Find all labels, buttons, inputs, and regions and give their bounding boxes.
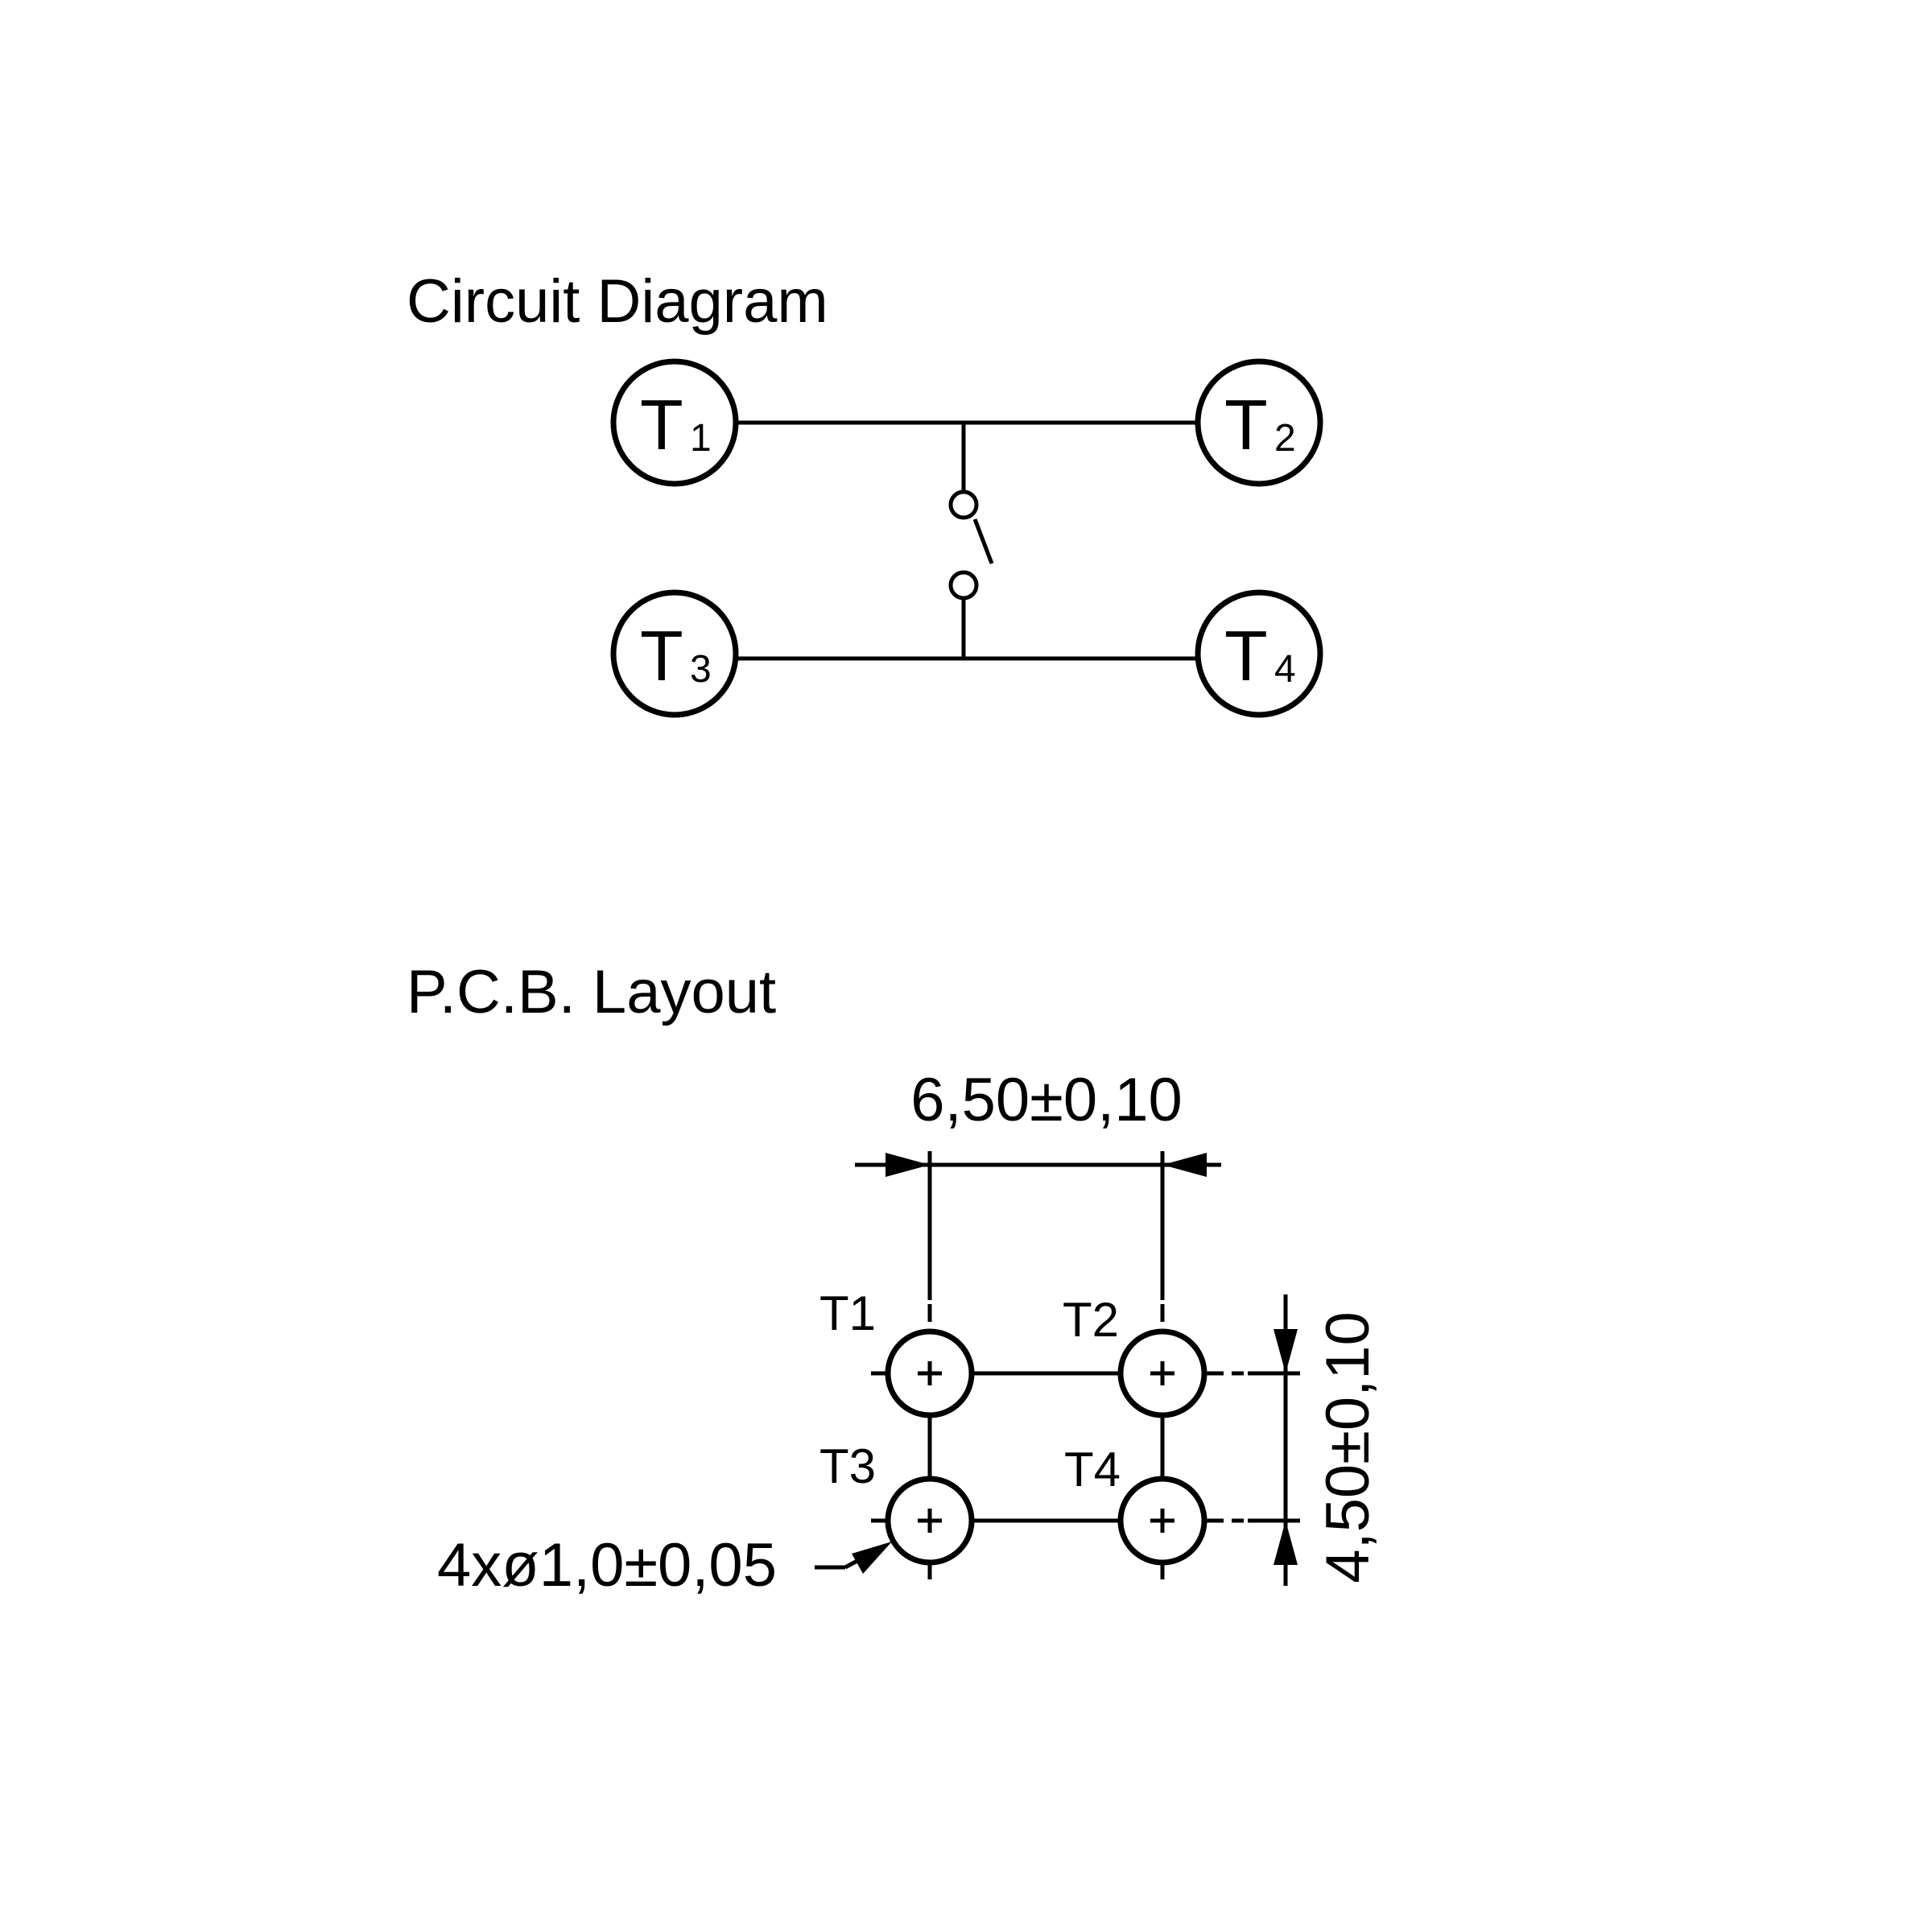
pad-t1-label: T1 xyxy=(819,1286,876,1340)
terminal-t2-subscript: 2 xyxy=(1274,417,1296,460)
dimension-vertical: 4,50±0,10 xyxy=(1248,1294,1382,1586)
arrow-left-icon xyxy=(1162,1153,1207,1177)
arrow-down-icon xyxy=(1274,1329,1298,1373)
hole-spec-text: 4xø1,0±0,05 xyxy=(437,1531,777,1600)
terminal-t1-letter: T xyxy=(640,385,683,464)
pad-t2: T2 xyxy=(1063,1293,1208,1418)
circuit-wiring xyxy=(738,420,1197,661)
terminal-t4: T 4 xyxy=(1195,589,1323,718)
pcb-layout-title: P.C.B. Layout xyxy=(407,958,776,1026)
switch-symbol xyxy=(948,489,994,601)
terminal-t4-subscript: 4 xyxy=(1274,648,1296,691)
terminal-t1: T 1 xyxy=(610,358,739,487)
pad-t3-label: T3 xyxy=(819,1439,876,1493)
circuit-diagram-title: Circuit Diagram xyxy=(407,267,828,336)
pad-t1: T1 xyxy=(819,1286,975,1418)
terminal-t2-letter: T xyxy=(1224,385,1268,464)
hole-spec-callout: 4xø1,0±0,05 xyxy=(437,1531,892,1600)
arrow-up-icon xyxy=(1274,1521,1298,1565)
terminal-t3-subscript: 3 xyxy=(690,648,712,691)
pad-t3: T3 xyxy=(819,1439,975,1566)
dimension-vertical-text: 4,50±0,10 xyxy=(1314,1311,1382,1583)
pad-t2-label: T2 xyxy=(1063,1293,1119,1347)
terminal-t2: T 2 xyxy=(1195,358,1323,487)
leader-arrow-icon xyxy=(852,1542,892,1574)
pad-t4: T4 xyxy=(1064,1443,1208,1566)
switch-contact-top xyxy=(948,489,979,520)
dimension-horizontal: 6,50±0,10 xyxy=(855,1066,1221,1300)
terminal-t4-letter: T xyxy=(1224,616,1268,696)
terminal-t3-letter: T xyxy=(640,616,683,696)
terminal-t1-subscript: 1 xyxy=(690,417,712,460)
switch-contact-bottom xyxy=(948,570,979,601)
dimension-horizontal-text: 6,50±0,10 xyxy=(910,1066,1183,1134)
terminal-t3: T 3 xyxy=(610,589,739,718)
arrow-right-icon xyxy=(886,1153,930,1177)
switch-blade xyxy=(972,518,994,564)
pad-t4-label: T4 xyxy=(1064,1443,1121,1496)
